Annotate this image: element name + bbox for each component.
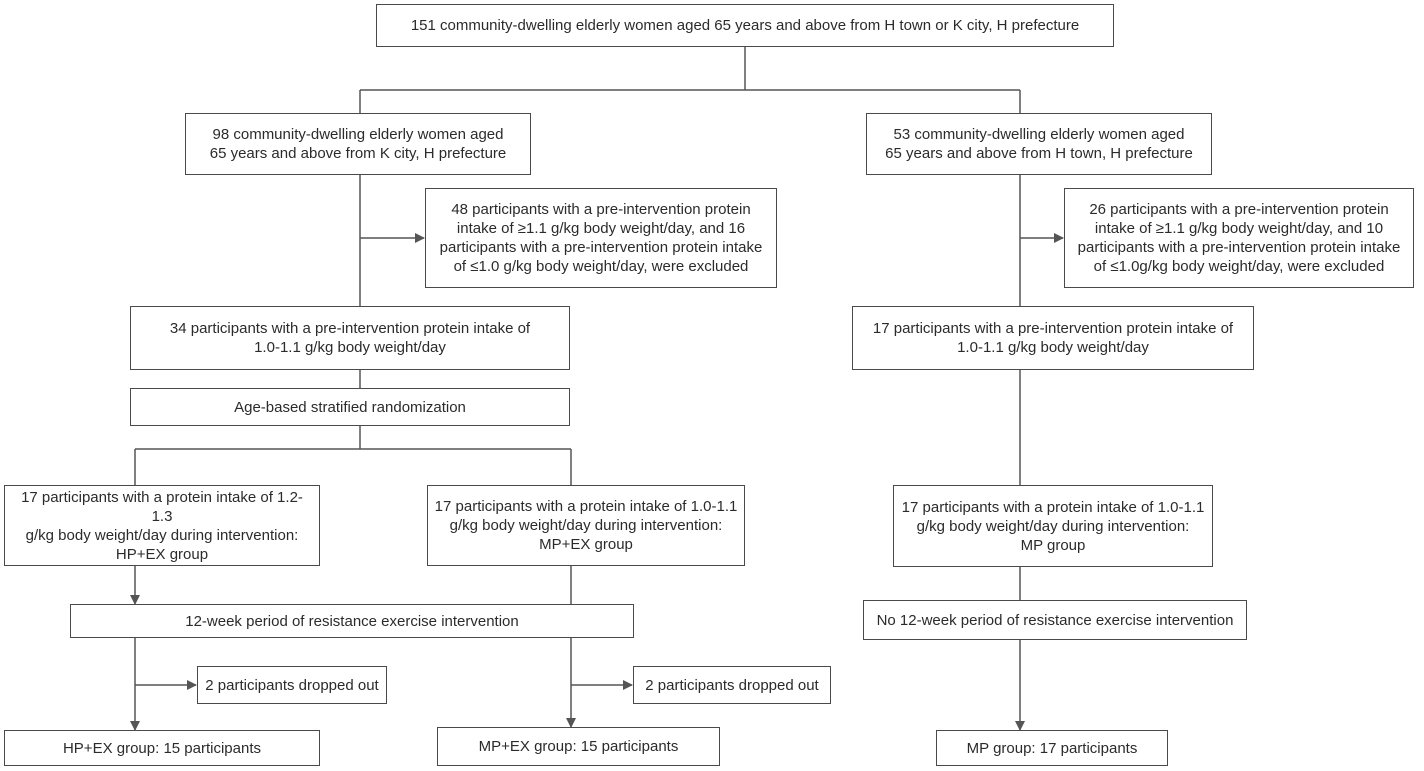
box-mp-allocation: 17 participants with a protein intake of… <box>893 485 1213 567</box>
box-k-city: 98 community-dwelling elderly women aged… <box>185 113 531 175</box>
box-mp-ex-final-text: MP+EX group: 15 participants <box>478 738 679 755</box>
box-randomization-text: Age-based stratified randomization <box>234 398 466 416</box>
box-mp-allocation-text: 17 participants with a protein intake of… <box>901 498 1205 554</box>
box-hp-ex-allocation: 17 participants with a protein intake of… <box>4 485 320 566</box>
box-hp-ex-final: HP+EX group: 15 participants <box>4 730 320 766</box>
box-k-city-text: 98 community-dwelling elderly women aged… <box>209 126 507 162</box>
box-k-eligible: 34 participants with a pre-intervention … <box>130 306 570 370</box>
box-hp-ex-allocation-text: 17 participants with a protein intake of… <box>21 488 303 563</box>
box-mp-ex-allocation-text: 17 participants with a protein intake of… <box>434 498 738 553</box>
box-total-participants: 151 community-dwelling elderly women age… <box>376 4 1114 47</box>
box-hp-ex-dropout: 2 participants dropped out <box>197 666 387 704</box>
box-k-eligible-text: 34 participants with a pre-intervention … <box>169 320 531 356</box>
box-k-excluded-text: 48 participants with a pre-intervention … <box>439 201 763 275</box>
box-mp-final: MP group: 17 participants <box>936 730 1168 766</box>
box-total-participants-text: 151 community-dwelling elderly women age… <box>410 17 1080 34</box>
box-exercise-intervention: 12-week period of resistance exercise in… <box>70 604 634 638</box>
box-exercise-intervention-text: 12-week period of resistance exercise in… <box>185 612 519 630</box>
box-mp-ex-final: MP+EX group: 15 participants <box>437 727 720 766</box>
box-mp-ex-dropout: 2 participants dropped out <box>633 666 831 704</box>
box-h-excluded-text: 26 participants with a pre-intervention … <box>1077 201 1401 275</box>
box-hp-ex-final-text: HP+EX group: 15 participants <box>62 739 262 757</box>
box-mp-final-text: MP group: 17 participants <box>966 739 1138 757</box>
box-h-town: 53 community-dwelling elderly women aged… <box>866 113 1212 175</box>
box-hp-ex-dropout-text: 2 participants dropped out <box>205 676 379 694</box>
box-h-town-text: 53 community-dwelling elderly women aged… <box>885 126 1193 162</box>
box-h-excluded: 26 participants with a pre-intervention … <box>1064 188 1414 288</box>
box-randomization: Age-based stratified randomization <box>130 388 570 426</box>
box-k-excluded: 48 participants with a pre-intervention … <box>425 188 777 288</box>
box-mp-ex-dropout-text: 2 participants dropped out <box>645 676 819 694</box>
box-no-exercise-intervention: No 12-week period of resistance exercise… <box>863 600 1247 640</box>
box-no-exercise-intervention-text: No 12-week period of resistance exercise… <box>876 611 1234 629</box>
box-h-eligible-text: 17 participants with a pre-intervention … <box>872 320 1234 356</box>
box-mp-ex-allocation: 17 participants with a protein intake of… <box>427 485 745 566</box>
box-h-eligible: 17 participants with a pre-intervention … <box>852 306 1254 370</box>
